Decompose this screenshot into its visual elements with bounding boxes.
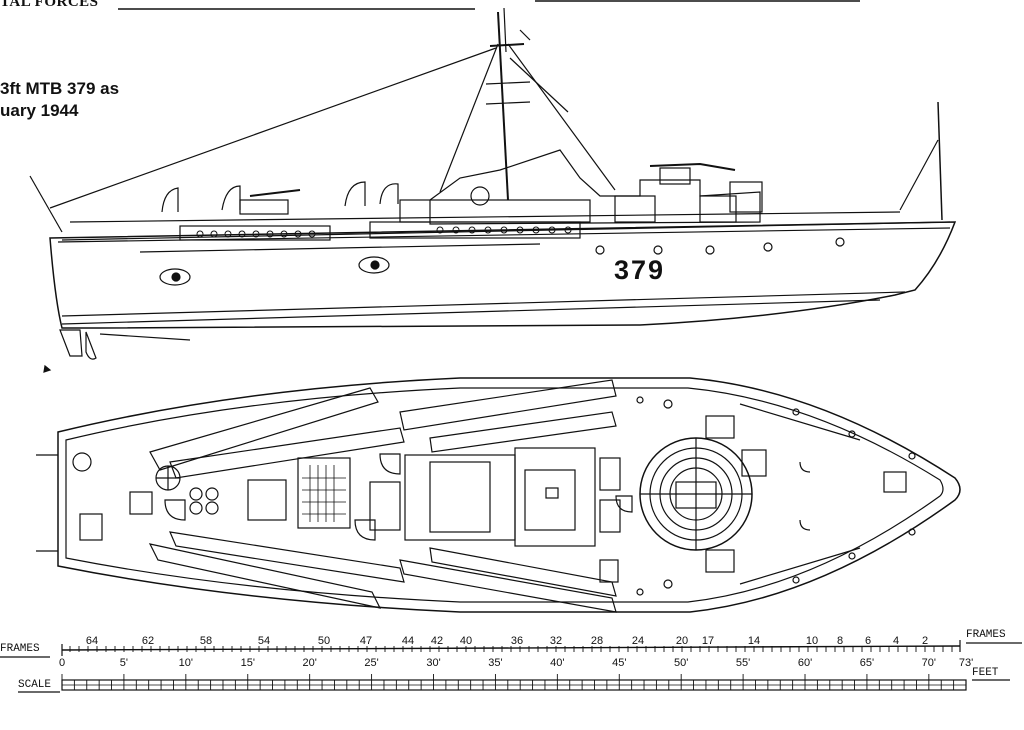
frame-tick-label: 36 bbox=[510, 635, 524, 647]
frame-tick-label: 6 bbox=[864, 635, 872, 647]
deck-outline bbox=[57, 377, 961, 613]
scale-label: SCALE bbox=[18, 679, 52, 691]
forestay bbox=[49, 47, 497, 209]
frame-tick-label: 4 bbox=[892, 635, 900, 647]
frame-tick-label: 10 bbox=[805, 635, 819, 647]
frame-tick-label: 42 bbox=[430, 635, 444, 647]
frame-tick-label: 24 bbox=[631, 635, 645, 647]
torpedo-tube-stbd-aft bbox=[148, 543, 382, 609]
frames-label-right: FRAMES bbox=[966, 629, 1006, 641]
bridge-plan bbox=[514, 447, 596, 547]
feet-tick-label: 25' bbox=[364, 657, 379, 669]
frame-tick-label: 62 bbox=[141, 635, 155, 647]
feet-tick-label: 50' bbox=[674, 657, 689, 669]
feet-tick-label: 15' bbox=[240, 657, 255, 669]
feet-tick-label: 73' bbox=[958, 657, 974, 669]
hull-eye-aft bbox=[358, 256, 390, 274]
frame-tick-label: 2 bbox=[921, 635, 929, 647]
wheelhouse bbox=[404, 454, 516, 541]
drawing-caption: 3ft MTB 379 as uary 1944 bbox=[0, 78, 119, 122]
feet-tick-label: 30' bbox=[426, 657, 441, 669]
feet-tick-label: 20' bbox=[302, 657, 317, 669]
frames-label-left: FRAMES bbox=[0, 643, 40, 655]
feet-tick-label: 10' bbox=[178, 657, 193, 669]
engine-room-hatch bbox=[297, 457, 351, 529]
plan-view bbox=[36, 377, 961, 613]
hull-outline bbox=[49, 221, 957, 329]
feet-tick-label: 40' bbox=[550, 657, 565, 669]
frame-tick-label: 64 bbox=[85, 635, 99, 647]
caption-line-1: 3ft MTB 379 as bbox=[0, 79, 120, 98]
feet-tick-label: 55' bbox=[735, 657, 751, 669]
feet-tick-label: 0 bbox=[58, 657, 66, 669]
frame-tick-label: 40 bbox=[459, 635, 473, 647]
frame-tick-label: 50 bbox=[317, 635, 331, 647]
frame-tick-label: 20 bbox=[675, 635, 689, 647]
frame-tick-label: 47 bbox=[359, 635, 373, 647]
feet-scale-bar bbox=[61, 674, 967, 691]
side-deck-fittings bbox=[196, 226, 572, 238]
frame-tick-label: 14 bbox=[747, 635, 761, 647]
main-mast bbox=[497, 11, 509, 201]
frame-tick-label: 8 bbox=[836, 635, 844, 647]
jackstaff bbox=[937, 101, 943, 221]
feet-label: FEET bbox=[972, 667, 999, 679]
feet-tick-label: 70' bbox=[921, 657, 937, 669]
bridge bbox=[429, 149, 761, 225]
feet-tick-label: 5' bbox=[119, 657, 129, 669]
frame-tick-label: 28 bbox=[590, 635, 604, 647]
torpedo-tube-port-aft bbox=[149, 387, 379, 471]
frame-tick-label: 54 bbox=[257, 635, 271, 647]
frame-tick-label: 58 bbox=[199, 635, 213, 647]
hull-eye-fore bbox=[159, 268, 191, 286]
page-header: TAL FORCES bbox=[0, 0, 99, 10]
feet-tick-label: 65' bbox=[859, 657, 875, 669]
caption-line-2: uary 1944 bbox=[0, 101, 79, 120]
frame-tick-label: 17 bbox=[701, 635, 715, 647]
frame-tick-label: 44 bbox=[401, 635, 415, 647]
feet-tick-label: 60' bbox=[797, 657, 813, 669]
side-profile bbox=[29, 7, 957, 373]
feet-tick-label: 35' bbox=[488, 657, 503, 669]
frame-tick-label: 32 bbox=[549, 635, 563, 647]
hull-number: 379 bbox=[614, 255, 666, 285]
frames-scale-bar bbox=[61, 640, 961, 656]
feet-tick-label: 45' bbox=[612, 657, 627, 669]
